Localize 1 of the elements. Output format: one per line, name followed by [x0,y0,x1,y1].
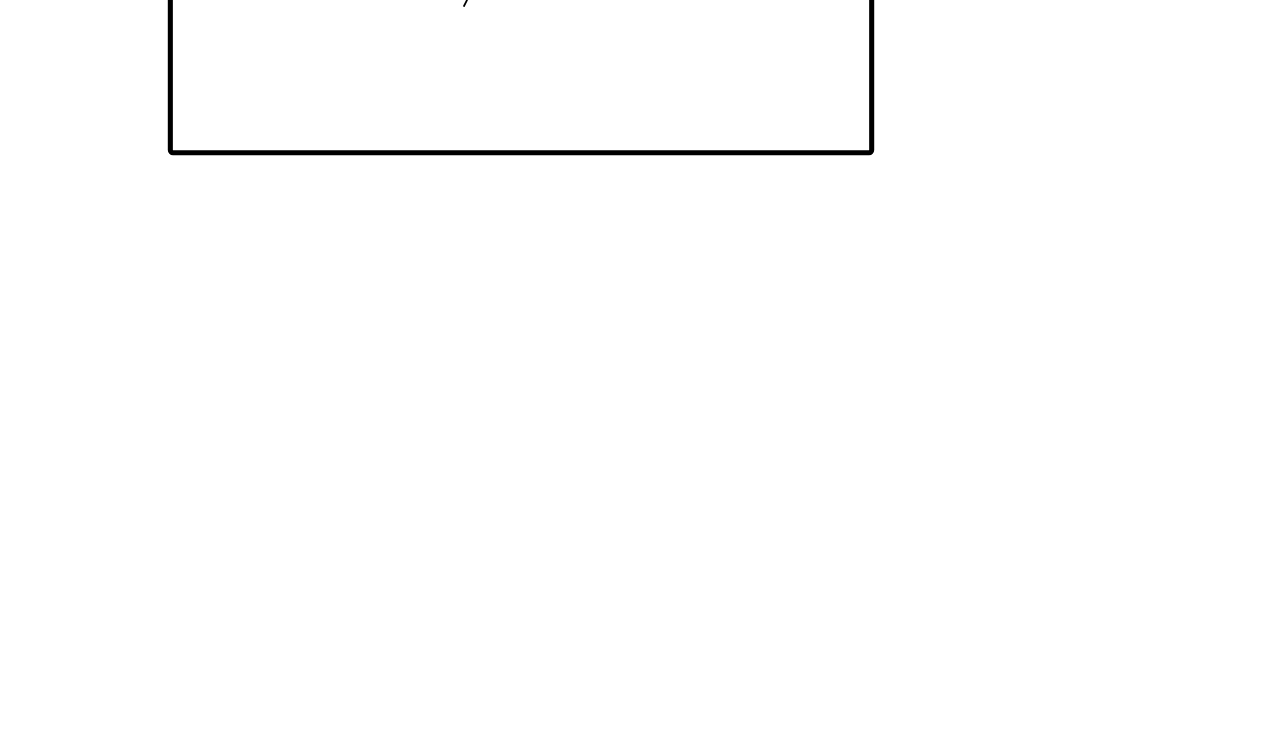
empty-box [167,0,875,156]
